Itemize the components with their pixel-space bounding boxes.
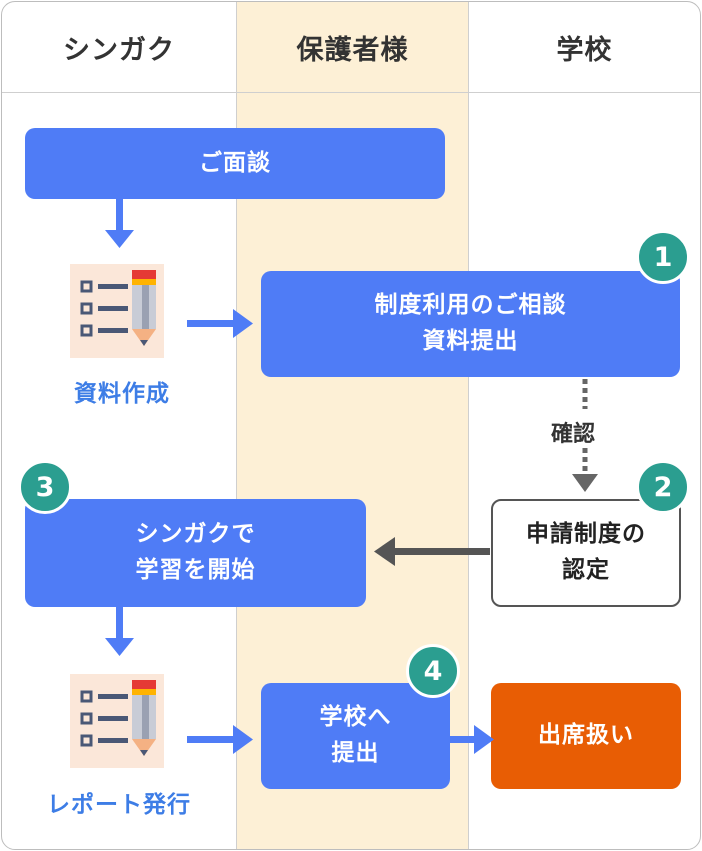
step-interview: ご面談 xyxy=(25,128,445,199)
arrow-confirm xyxy=(572,379,598,492)
checklist-pencil-icon xyxy=(68,672,166,770)
step-submit-school: 学校へ 提出 xyxy=(261,683,450,789)
column-header-school: 学校 xyxy=(556,34,613,66)
label-confirm: 確認 xyxy=(551,422,596,447)
column-header-shingaku: シンガク xyxy=(63,34,175,66)
badge-2: 2 xyxy=(636,460,690,514)
step-consult-submit: 制度利用のご相談 資料提出 xyxy=(261,271,680,377)
step-certify: 申請制度の 認定 xyxy=(491,499,681,607)
badge-1: 1 xyxy=(636,230,690,284)
arrow-down-2 xyxy=(105,606,134,656)
header-divider xyxy=(2,92,700,93)
arrow-down-1 xyxy=(105,198,134,248)
arrow-left-1 xyxy=(374,537,490,566)
arrow-right-3 xyxy=(450,725,494,754)
arrow-right-1 xyxy=(187,309,253,338)
badge-4: 4 xyxy=(406,644,460,698)
label-issue-report: レポート発行 xyxy=(47,792,191,818)
label-create-docs: 資料作成 xyxy=(74,381,170,407)
column-header-guardian: 保護者様 xyxy=(296,34,409,66)
step-start-learning: シンガクで 学習を開始 xyxy=(25,499,366,607)
badge-3: 3 xyxy=(18,460,72,514)
arrow-right-2 xyxy=(187,725,253,754)
checklist-pencil-icon xyxy=(68,262,166,360)
step-attendance: 出席扱い xyxy=(491,683,681,789)
